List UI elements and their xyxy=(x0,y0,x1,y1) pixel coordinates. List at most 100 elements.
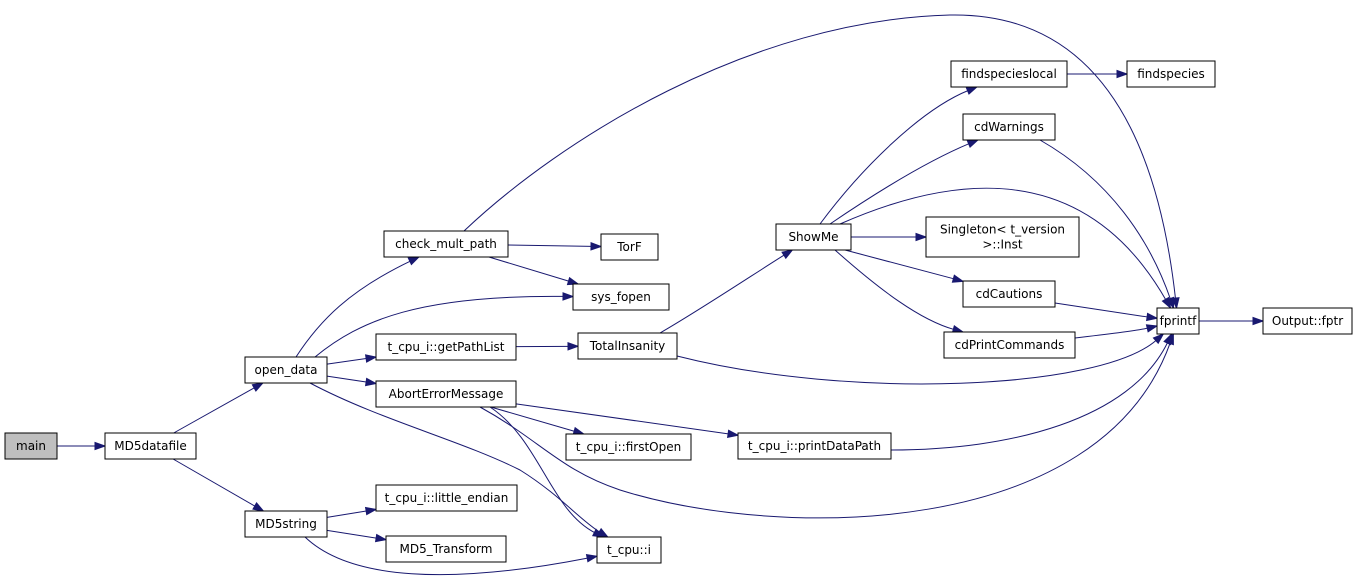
node-cdprintcommands[interactable]: cdPrintCommands xyxy=(943,331,1076,359)
edge-check_mult_path-to-sys_fopen xyxy=(488,256,580,286)
node-box xyxy=(950,60,1068,88)
arrowhead-icon xyxy=(364,506,378,516)
node-showme[interactable]: ShowMe xyxy=(775,223,852,251)
node-label: open_data xyxy=(255,363,318,377)
node-label: MD5string xyxy=(255,517,317,531)
node-box xyxy=(1126,60,1216,88)
edge-md5string-to-md5_transform xyxy=(326,529,388,543)
edge-showme-to-cdcautions xyxy=(844,249,965,283)
edge-line xyxy=(488,256,570,282)
arrowhead-icon xyxy=(407,256,421,266)
node-label: ShowMe xyxy=(788,230,838,244)
edge-findspecieslocal-to-findspecies xyxy=(1067,69,1129,79)
arrowhead-icon xyxy=(965,86,979,95)
node-md5-transform[interactable]: MD5_Transform xyxy=(385,535,507,563)
edge-line xyxy=(309,382,601,533)
arrowhead-icon xyxy=(781,249,794,260)
node-label: sys_fopen xyxy=(591,290,651,304)
node-box xyxy=(943,331,1076,359)
edge-line xyxy=(490,406,576,432)
edge-aborterrormessage-to-t_cpu_i_fn xyxy=(489,406,605,538)
arrowhead-icon xyxy=(251,382,265,392)
edge-showme-to-cdwarnings xyxy=(829,139,980,225)
arrowhead-icon xyxy=(915,232,928,242)
node-torf[interactable]: TorF xyxy=(600,233,659,261)
node-box xyxy=(962,280,1056,308)
edge-line xyxy=(1039,139,1172,300)
node-findspecies[interactable]: findspecies xyxy=(1126,60,1216,88)
arrowhead-icon xyxy=(364,377,378,387)
node-box xyxy=(4,432,58,460)
node-singleton[interactable]: Singleton< t_version>::Inst xyxy=(925,216,1080,258)
edge-line xyxy=(819,89,969,225)
arrowhead-icon xyxy=(94,441,107,451)
node-little-endian[interactable]: t_cpu_i::little_endian xyxy=(375,484,518,512)
edge-fprintf-to-output_fptr xyxy=(1199,316,1265,326)
node-aborterrormessage[interactable]: AbortErrorMessage xyxy=(375,380,517,408)
node-box xyxy=(244,356,328,384)
node-label: AbortErrorMessage xyxy=(389,387,504,401)
node-getpathlist[interactable]: t_cpu_i::getPathList xyxy=(375,333,517,361)
edge-line xyxy=(173,386,256,434)
node-md5string[interactable]: MD5string xyxy=(244,510,328,538)
node-box xyxy=(375,484,518,512)
node-box xyxy=(565,433,692,461)
node-box xyxy=(1156,307,1200,335)
node-open-data[interactable]: open_data xyxy=(244,356,328,384)
node-box xyxy=(104,432,197,460)
node-printdatapath[interactable]: t_cpu_i::printDataPath xyxy=(737,432,892,460)
edge-line xyxy=(479,342,1171,519)
edge-line xyxy=(1054,302,1149,318)
arrowhead-icon xyxy=(562,292,575,301)
node-label: findspecies xyxy=(1137,67,1205,81)
edge-line xyxy=(326,510,368,518)
arrowhead-icon xyxy=(966,139,980,149)
node-box xyxy=(244,510,328,538)
edge-showme-to-cdprintcommands xyxy=(834,249,965,334)
edge-line xyxy=(507,244,593,247)
node-label: fprintf xyxy=(1160,314,1197,328)
node-t-cpu-i-fn[interactable]: t_cpu::i xyxy=(596,536,662,564)
node-label: Singleton< t_version xyxy=(940,223,1065,237)
edge-line xyxy=(839,187,1167,301)
node-firstopen[interactable]: t_cpu_i::firstOpen xyxy=(565,433,692,461)
node-label: t_cpu_i::little_endian xyxy=(385,491,509,505)
node-findspecieslocal[interactable]: findspecieslocal xyxy=(950,60,1068,88)
node-box xyxy=(596,536,662,564)
edge-line xyxy=(326,357,368,365)
edge-line xyxy=(295,260,411,358)
node-label: main xyxy=(16,439,46,453)
edge-line xyxy=(844,249,955,280)
node-totalinsanity[interactable]: TotalInsanity xyxy=(577,332,678,360)
node-label: t_cpu_i::firstOpen xyxy=(576,440,681,454)
arrowhead-icon xyxy=(585,554,599,563)
node-box xyxy=(385,535,507,563)
node-sys-fopen[interactable]: sys_fopen xyxy=(572,283,670,311)
edge-line xyxy=(515,403,730,435)
node-label: t_cpu::i xyxy=(607,543,651,557)
node-cdwarnings[interactable]: cdWarnings xyxy=(962,113,1056,141)
node-label: MD5datafile xyxy=(114,439,187,453)
node-box xyxy=(375,333,517,361)
node-check-mult-path[interactable]: check_mult_path xyxy=(383,230,509,258)
arrowhead-icon xyxy=(951,274,965,283)
edge-cdcautions-to-fprintf xyxy=(1054,302,1159,322)
node-label: MD5_Transform xyxy=(400,542,493,556)
node-output-fptr[interactable]: Output::fptr xyxy=(1262,307,1353,335)
node-cdcautions[interactable]: cdCautions xyxy=(962,280,1056,308)
arrowhead-icon xyxy=(592,528,605,538)
node-fprintf[interactable]: fprintf xyxy=(1156,307,1200,335)
edge-line xyxy=(314,295,565,358)
node-md5datafile[interactable]: MD5datafile xyxy=(104,432,197,460)
node-label: t_cpu_i::printDataPath xyxy=(748,439,881,453)
edge-md5datafile-to-open_data xyxy=(173,382,265,434)
edge-showme-to-findspecieslocal xyxy=(819,86,979,225)
node-box xyxy=(577,332,678,360)
node-main[interactable]: main xyxy=(4,432,58,460)
edge-showme-to-singleton xyxy=(851,232,928,242)
arrowhead-icon xyxy=(1146,312,1159,322)
node-box xyxy=(737,432,892,460)
edge-line xyxy=(172,458,256,507)
node-box xyxy=(1262,307,1353,335)
